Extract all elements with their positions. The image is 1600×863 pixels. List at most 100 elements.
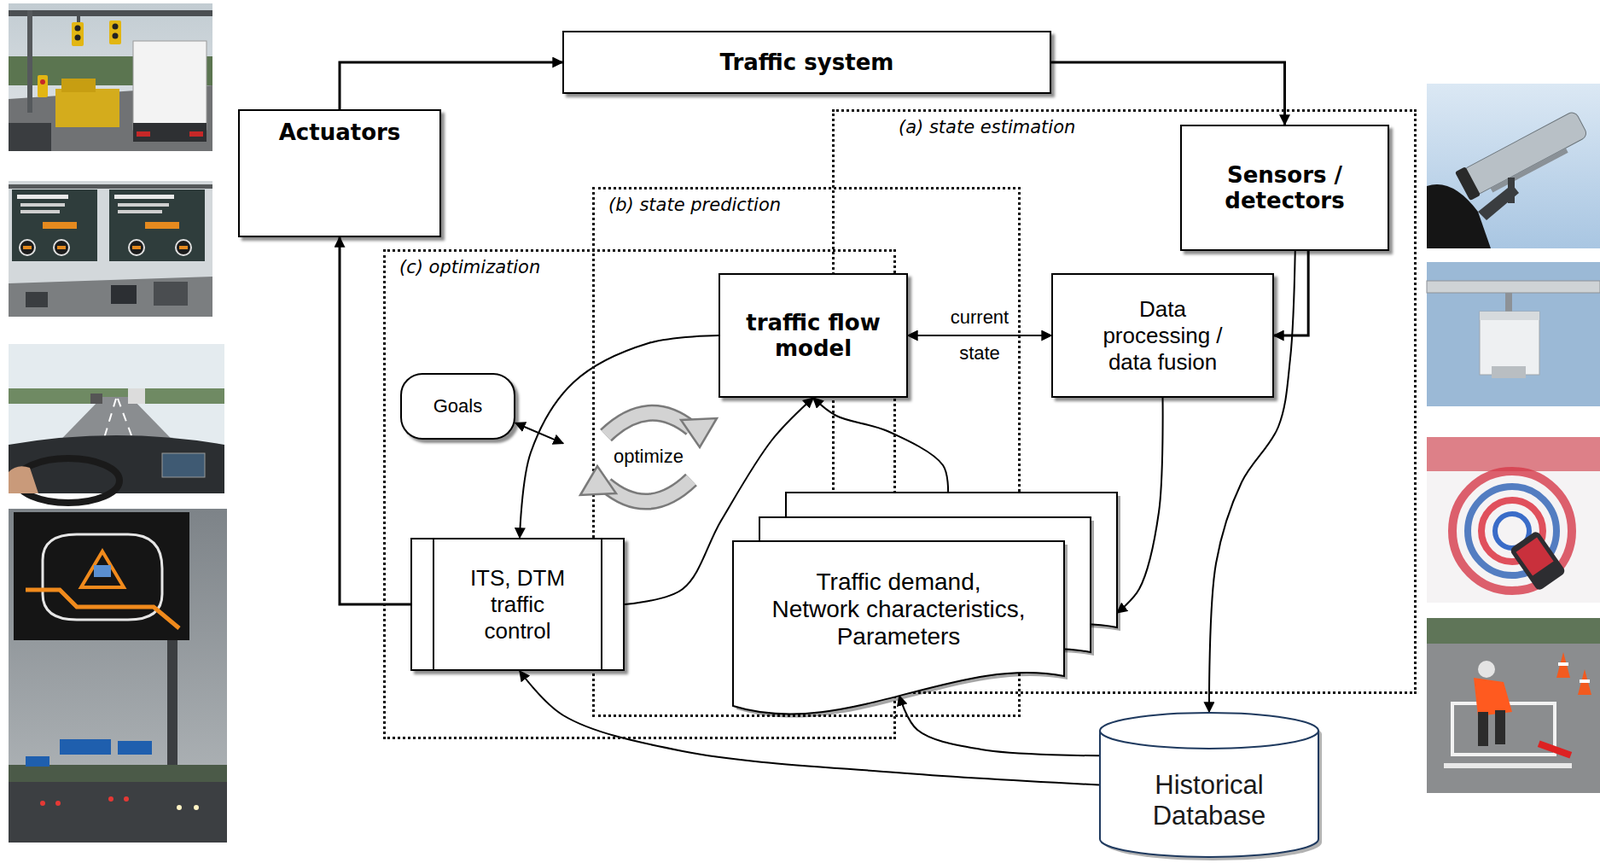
drawing-part xyxy=(112,23,119,30)
drawing-part xyxy=(1473,677,1513,716)
node-label: traffic flow model xyxy=(732,309,895,361)
drawing-part xyxy=(8,10,213,17)
drawing-part xyxy=(1491,366,1526,379)
drawing-part xyxy=(8,122,52,152)
node-label: Goals xyxy=(433,395,483,418)
node-label: Sensors / detectors xyxy=(1188,162,1381,214)
drawing-part xyxy=(8,764,227,784)
drawing-part xyxy=(175,239,192,256)
predefined-process: ITS, DTM traffic control xyxy=(410,537,625,671)
connector xyxy=(907,334,1052,337)
drawing-part xyxy=(1490,147,1569,192)
node-label: Actuators xyxy=(279,119,402,146)
text-holder: optimize xyxy=(563,401,734,512)
connector xyxy=(1117,397,1164,613)
drawing-part xyxy=(75,34,82,41)
sensor-box: Sensors / detectors xyxy=(1180,124,1390,251)
region-label: (b) state prediction xyxy=(608,194,1019,216)
goals-terminal: Goals xyxy=(400,372,516,440)
drawing-part xyxy=(162,453,205,478)
connector xyxy=(899,695,1100,756)
drawing-part xyxy=(1516,537,1554,576)
drawing-part xyxy=(1467,486,1557,576)
drawing-part xyxy=(93,564,111,577)
drawing-part xyxy=(733,541,1065,715)
drawing-part xyxy=(1099,712,1319,857)
drawing-part xyxy=(1426,261,1600,407)
drawing-part xyxy=(109,20,122,45)
drawing-part xyxy=(605,413,692,436)
drawing-part xyxy=(1461,110,1589,196)
system-box: Traffic system xyxy=(562,30,1052,94)
ramp-metering-photo xyxy=(8,3,213,152)
drawing-part xyxy=(42,221,77,229)
drawing-part xyxy=(11,189,98,262)
database-cylinder: Historical Database xyxy=(1099,711,1320,858)
drawing-part xyxy=(17,194,69,199)
drawing-part xyxy=(19,239,35,256)
drawing-part xyxy=(8,180,213,317)
detector-photo xyxy=(1426,261,1600,407)
drawing-part xyxy=(1426,436,1600,472)
drawing-part xyxy=(8,465,39,494)
drawing-part xyxy=(110,285,137,304)
document-stack: Traffic demand, Network characteristics,… xyxy=(733,492,1118,720)
drawing-part xyxy=(1454,166,1481,201)
drawing-part xyxy=(605,413,692,436)
drawing-part xyxy=(1426,436,1600,603)
route-information-sign-photo xyxy=(8,508,227,843)
drawing-part xyxy=(40,79,46,85)
drawing-part xyxy=(20,209,60,214)
drawing-part xyxy=(1426,280,1600,293)
in-car-view-photo xyxy=(8,343,225,503)
drawing-part xyxy=(61,78,96,93)
drawing-part xyxy=(8,276,213,317)
drawing-part xyxy=(37,75,48,98)
node-label: optimize xyxy=(610,445,687,468)
loop-detector-installation-photo xyxy=(1426,617,1600,793)
drawing-part xyxy=(55,88,120,128)
drawing-part xyxy=(1558,662,1569,666)
drawing-part xyxy=(117,740,152,755)
drawing-part xyxy=(123,796,129,802)
drawing-part xyxy=(25,291,48,308)
actuator-box: Actuators xyxy=(238,109,442,238)
drawing-part xyxy=(1495,709,1506,745)
drawing-part xyxy=(81,551,124,588)
camera-photo xyxy=(1426,83,1600,249)
drawing-part xyxy=(189,131,204,137)
drawing-part xyxy=(109,189,205,262)
drawing-part xyxy=(1537,739,1572,758)
drawing-part xyxy=(176,804,182,810)
drawing-part xyxy=(117,203,169,207)
variable-message-sign-photo xyxy=(8,180,213,317)
drawing-part xyxy=(580,465,617,495)
drawing-part xyxy=(132,245,141,250)
drawing-part xyxy=(1505,292,1513,314)
drawing-part xyxy=(1426,617,1600,644)
text-holder: Historical Database xyxy=(1099,747,1320,854)
drawing-part xyxy=(20,203,65,207)
drawing-part xyxy=(179,245,188,250)
drawing-part xyxy=(55,800,61,806)
drawing-part xyxy=(193,804,199,810)
drawing-part xyxy=(8,508,227,843)
drawing-part xyxy=(1579,679,1590,683)
drawing-part xyxy=(108,796,114,802)
drawing-part xyxy=(1426,617,1600,793)
drawing-part xyxy=(8,184,213,189)
drawing-part xyxy=(605,479,692,502)
drawing-part xyxy=(339,62,1309,786)
drawing-part xyxy=(1454,108,1591,204)
drawing-part xyxy=(25,589,180,629)
drawing-part xyxy=(145,221,180,229)
drawing-part xyxy=(8,781,227,843)
drawing-part xyxy=(25,756,50,767)
drawing-part xyxy=(8,3,213,152)
drawing-part xyxy=(23,245,32,250)
drawing-part xyxy=(57,245,66,250)
drawing-part xyxy=(1443,762,1572,768)
node-label: Traffic system xyxy=(720,49,895,76)
